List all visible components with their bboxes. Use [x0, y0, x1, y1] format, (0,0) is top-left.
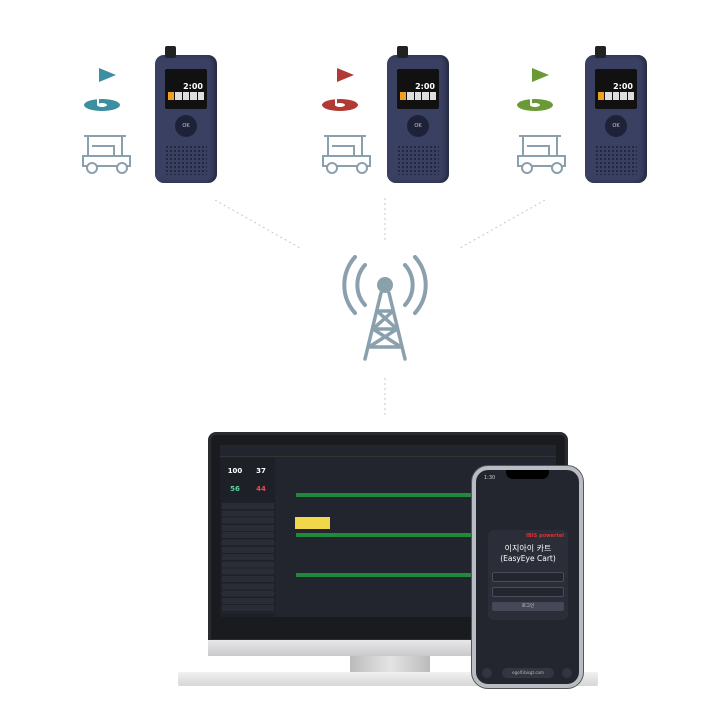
brand-logo: IBIS powertel	[526, 533, 564, 539]
monitor-stand	[350, 656, 430, 674]
url-bar[interactable]: egolf.ibisgt.com	[502, 668, 554, 678]
cell-tower-icon	[342, 255, 428, 361]
id-input[interactable]	[492, 572, 564, 582]
app-title: 이지아이 카트	[504, 544, 552, 553]
two-way-radio: 2:00 OK	[155, 46, 217, 183]
login-button[interactable]: 로그인	[492, 602, 564, 611]
golf-flag-icon	[517, 68, 553, 111]
golf-cart-icon	[517, 135, 566, 174]
ok-button: OK	[407, 115, 429, 137]
two-way-radio: 2:00 OK	[585, 46, 647, 183]
back-button[interactable]	[482, 668, 492, 678]
speaker-grill	[397, 145, 439, 175]
speaker-grill	[595, 145, 637, 175]
smartphone: 1:30 IBIS powertel 이지아이 카트 (EasyEye Cart…	[472, 466, 583, 688]
stat-red: 44	[256, 485, 266, 493]
radio-display: 2:00	[397, 69, 439, 109]
radio-display: 2:00	[165, 69, 207, 109]
status-time: 1:30	[484, 475, 496, 481]
speaker-grill	[165, 145, 207, 175]
two-way-radio: 2:00 OK	[387, 46, 449, 183]
app-subtitle: (EasyEye Cart)	[500, 554, 556, 563]
golf-cart-icon	[82, 135, 131, 174]
radio-time: 2:00	[613, 82, 633, 91]
ok-button: OK	[175, 115, 197, 137]
golf-cart-icon	[322, 135, 371, 174]
password-input[interactable]	[492, 587, 564, 597]
radio-display: 2:00	[595, 69, 637, 109]
login-card: IBIS powertel 이지아이 카트 (EasyEye Cart) 로그인	[488, 530, 568, 620]
notch	[506, 470, 549, 479]
more-button[interactable]	[562, 668, 572, 678]
radio-time: 2:00	[183, 82, 203, 91]
stat-green: 56	[230, 485, 240, 493]
stat-total: 100	[227, 467, 243, 475]
golf-flag-icon	[322, 68, 358, 111]
golf-flag-icon	[84, 68, 120, 111]
ok-button: OK	[605, 115, 627, 137]
alert-tooltip	[295, 517, 330, 529]
stat-active: 37	[256, 467, 266, 475]
radio-time: 2:00	[415, 82, 435, 91]
cart-list[interactable]	[222, 503, 274, 613]
